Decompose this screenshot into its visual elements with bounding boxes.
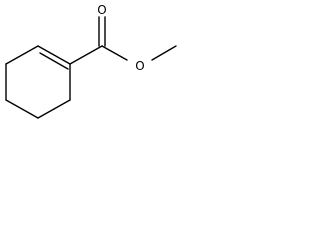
bond-ester-o-methyl <box>151 45 177 61</box>
bond-ring-c1-c2-double <box>39 52 69 70</box>
bond-ring-c1-c2 <box>37 45 71 65</box>
atom-label-carbonyl-oxygen: O <box>97 3 106 17</box>
structure-canvas: O O <box>0 0 182 134</box>
molecule-structure: O O <box>5 3 177 119</box>
bond-ring-c2-c3 <box>5 45 39 65</box>
atom-label-ester-oxygen: O <box>135 59 144 73</box>
bond-carbonyl-ester-o <box>101 45 128 61</box>
bond-c1-carbonyl <box>69 45 103 65</box>
bond-ring-c4-c5 <box>5 99 39 119</box>
bond-ring-c5-c6 <box>37 99 71 119</box>
